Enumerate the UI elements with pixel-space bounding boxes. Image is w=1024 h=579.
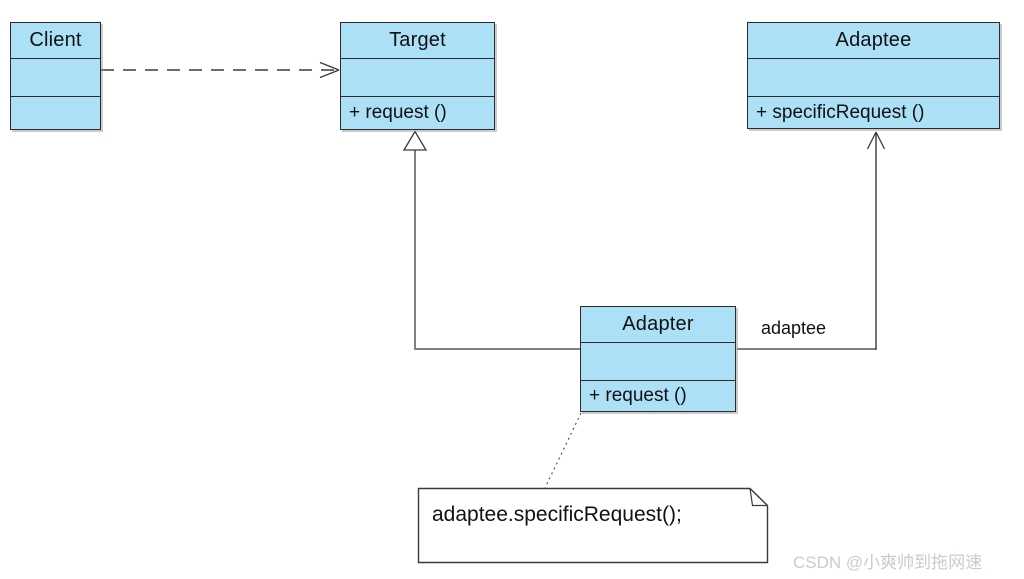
class-box-target: Target + request () [340,22,495,130]
watermark-text: CSDN @小爽帅到拖网速 [793,553,983,572]
dependency-arrow-client-target [101,61,340,79]
attributes-compartment [748,59,999,97]
class-name: Adapter [581,307,735,343]
note-anchor-line [544,412,582,489]
class-box-client: Client [10,22,101,130]
class-name: Client [11,23,100,59]
note-text: adaptee.specificRequest(); [432,503,682,526]
generalization-arrow-adapter-target [402,130,580,350]
attributes-compartment [581,343,735,381]
methods-compartment: + specificRequest () [748,97,999,128]
open-arrowhead-icon [866,131,886,150]
method-label: + request () [349,102,447,123]
method-label: + request () [589,385,687,406]
attributes-compartment [341,59,494,97]
hollow-triangle-arrowhead-icon [402,130,428,151]
methods-compartment: + request () [341,97,494,129]
note-fold-icon [749,488,768,507]
methods-compartment [11,97,100,129]
method-label: + specificRequest () [756,101,925,123]
class-box-adapter: Adapter + request () [580,306,736,412]
class-name: Target [341,23,494,59]
class-name: Adaptee [748,23,999,59]
methods-compartment: + request () [581,381,735,411]
class-box-adaptee: Adaptee + specificRequest () [747,22,1000,129]
attributes-compartment [11,59,100,97]
open-arrowhead-icon [319,61,340,79]
association-role-label: adaptee [761,318,827,338]
